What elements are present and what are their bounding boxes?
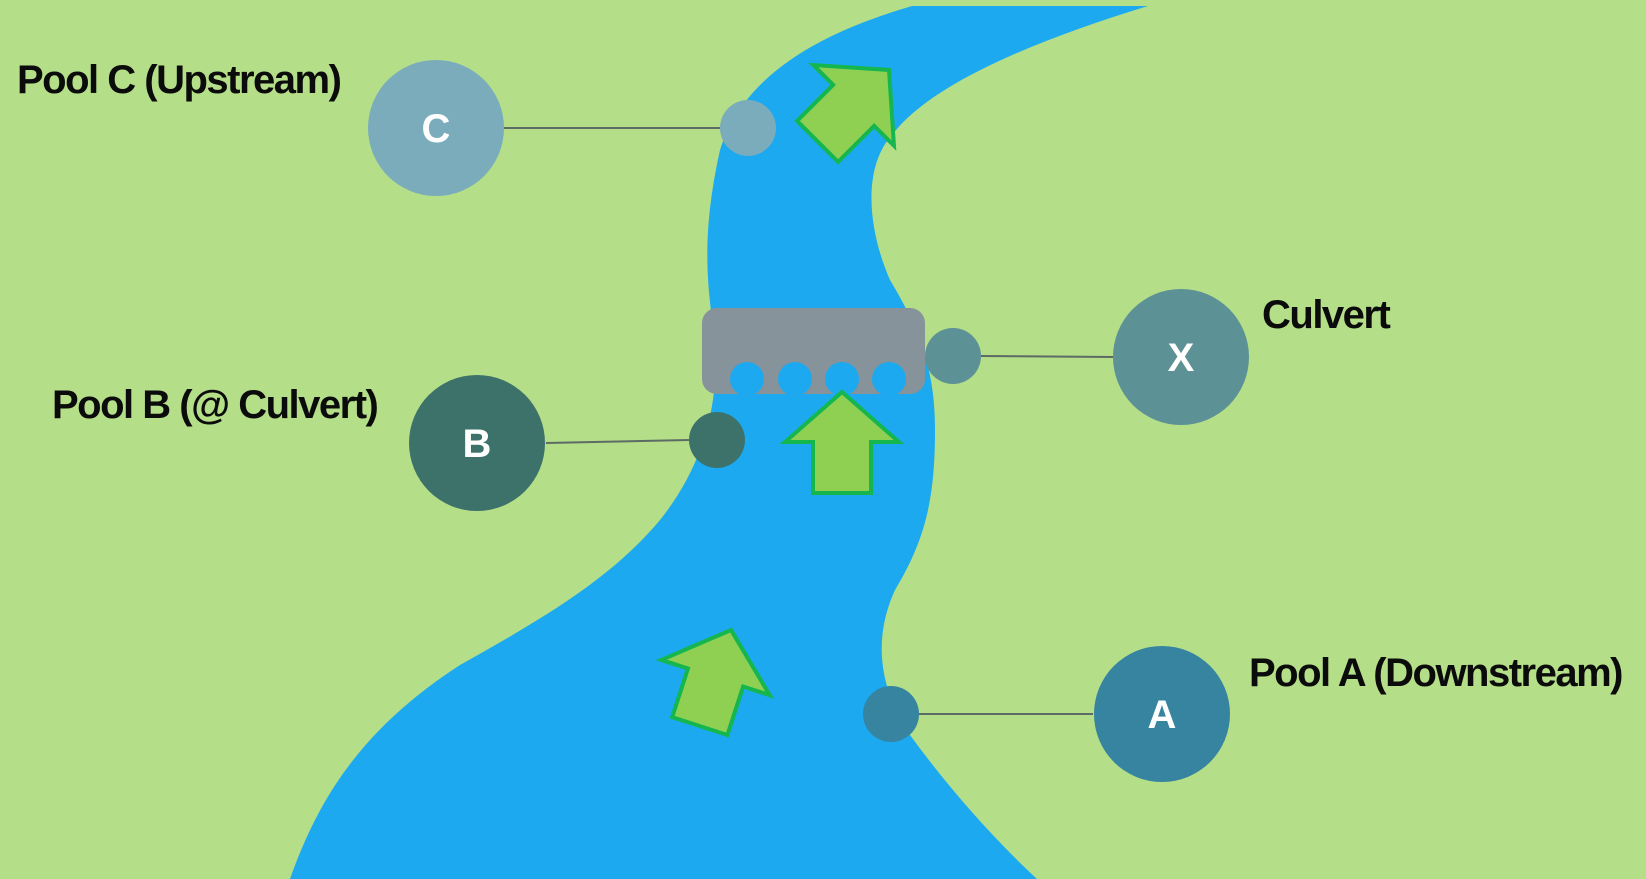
marker-a-anchor xyxy=(863,686,919,742)
marker-c-letter: C xyxy=(422,107,451,151)
marker-b-circle xyxy=(409,375,545,511)
marker-x-letter: X xyxy=(1168,336,1195,380)
marker-x-anchor xyxy=(925,328,981,384)
marker-x: X xyxy=(925,289,1249,425)
marker-a: A xyxy=(863,646,1230,782)
leader-line xyxy=(980,355,1115,358)
pool-c-label: Pool C (Upstream) xyxy=(17,58,342,102)
leader-line xyxy=(545,439,690,444)
marker-b: B xyxy=(409,375,745,511)
marker-a-letter: A xyxy=(1148,693,1177,737)
culvert-pipe xyxy=(872,362,906,396)
marker-b-letter: B xyxy=(463,422,492,466)
culvert-label: Culvert xyxy=(1262,293,1391,337)
culvert-pipe xyxy=(730,362,764,396)
marker-c: C xyxy=(368,60,776,196)
pool-b-label: Pool B (@ Culvert) xyxy=(52,383,379,427)
marker-b-anchor xyxy=(689,412,745,468)
arrow-up-icon xyxy=(655,627,775,738)
marker-a-circle xyxy=(1094,646,1230,782)
pool-a-label: Pool A (Downstream) xyxy=(1249,651,1624,695)
arrow-up-icon xyxy=(779,389,905,495)
marker-c-anchor xyxy=(720,100,776,156)
culvert-pipe xyxy=(778,362,812,396)
marker-x-circle xyxy=(1113,289,1249,425)
marker-c-circle xyxy=(368,60,504,196)
culvert-pipe xyxy=(825,362,859,396)
culvert-icon xyxy=(702,308,925,396)
arrow-up-icon xyxy=(794,62,897,165)
